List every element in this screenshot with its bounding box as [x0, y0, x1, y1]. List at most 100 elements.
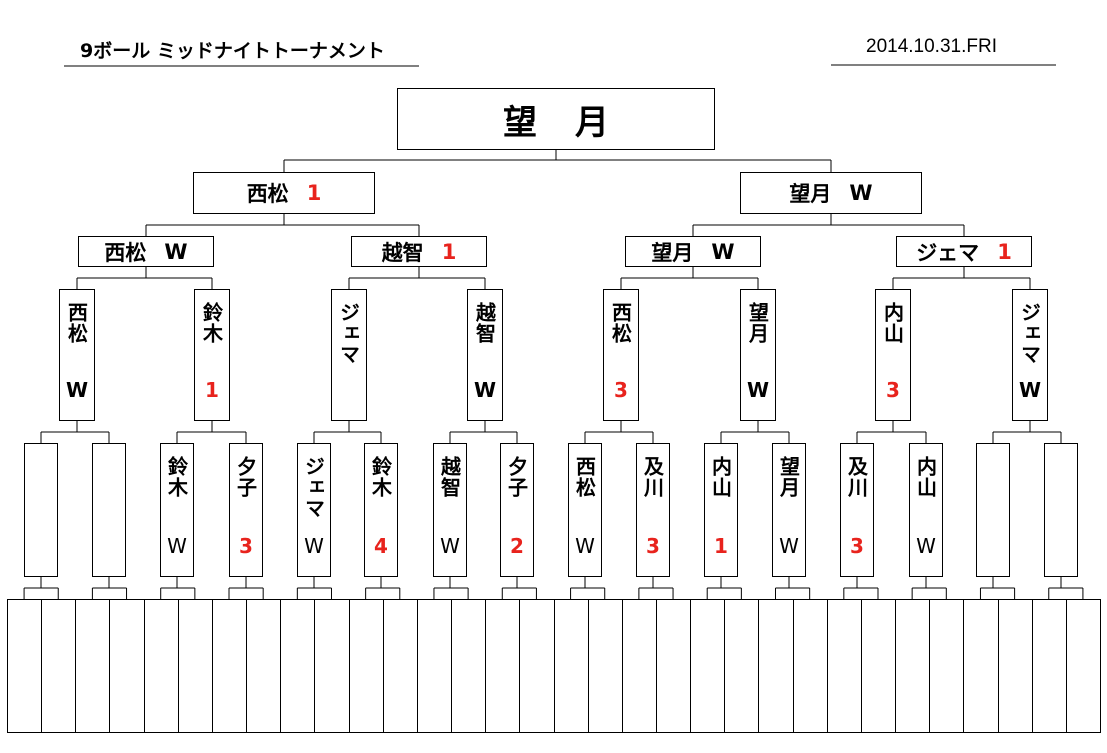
- entry-slot: [416, 599, 453, 733]
- match-result: 3: [886, 378, 900, 402]
- entry-slot: [177, 599, 213, 733]
- quarterfinal-box: 望月 W: [625, 236, 761, 267]
- player-name: 望月: [745, 302, 770, 344]
- match-result: 1: [205, 378, 219, 402]
- player-name: 鈴木: [164, 456, 189, 498]
- player-name: 夕子: [504, 456, 529, 498]
- player-name: 内山: [708, 456, 733, 498]
- match-result: W: [916, 534, 936, 558]
- round16-box: 内山 3: [875, 289, 911, 421]
- round32-box: [24, 443, 58, 577]
- match-result: W: [849, 181, 873, 205]
- round32-box: 内山 1: [704, 443, 738, 577]
- player-name: 内山: [880, 302, 905, 344]
- quarterfinal-box: ジェマ 1: [896, 236, 1032, 267]
- entry-slot: [826, 599, 862, 733]
- entry-slot: [895, 599, 931, 733]
- entry-slot: [655, 599, 692, 733]
- champion-name: 望月: [503, 102, 647, 143]
- player-name: ジェマ: [1017, 302, 1042, 365]
- match-result: 1: [997, 239, 1012, 264]
- player-name: 夕子: [233, 456, 258, 498]
- round16-box: ジェマ: [331, 289, 367, 421]
- entry-slot: [485, 599, 521, 733]
- entry-slot: [519, 599, 555, 733]
- champion-box: 望月: [397, 88, 715, 150]
- player-name: 内山: [913, 456, 938, 498]
- match-result: 3: [646, 534, 660, 558]
- entry-slot: [109, 599, 145, 733]
- player-name: 西松: [572, 456, 597, 498]
- player-name: ジェマ: [916, 240, 980, 265]
- player-name: 望月: [776, 456, 801, 498]
- match-result: W: [473, 378, 497, 402]
- entry-slot: [792, 599, 828, 733]
- round32-box: [1044, 443, 1078, 577]
- semifinal-box: 西松 1: [193, 172, 375, 214]
- round32-box: 内山 W: [909, 443, 943, 577]
- player-name: 西松: [104, 240, 147, 265]
- round32-box: 鈴木 W: [160, 443, 194, 577]
- entry-slot: [963, 599, 999, 733]
- player-name: 西松: [246, 182, 289, 206]
- match-result: 3: [614, 378, 628, 402]
- match-result: 4: [374, 534, 388, 558]
- entry-slot: [1065, 599, 1101, 733]
- round32-box: [976, 443, 1010, 577]
- player-name: 望月: [789, 182, 832, 206]
- round32-box: 越智 W: [433, 443, 467, 577]
- entry-slot: [860, 599, 897, 733]
- entry-slot: [451, 599, 487, 733]
- player-name: 望月: [651, 240, 694, 265]
- round16-box: ジェマ W: [1012, 289, 1048, 421]
- entry-slot: [143, 599, 179, 733]
- match-result: 1: [306, 181, 322, 205]
- entry-slot: [587, 599, 623, 733]
- tournament-date: 2014.10.31.FRI: [866, 36, 997, 57]
- player-name: 越智: [381, 240, 424, 265]
- entry-slot: [280, 599, 316, 733]
- player-name: 西松: [608, 302, 633, 344]
- entry-slot: [7, 599, 43, 733]
- entry-slot: [690, 599, 726, 733]
- entry-slot: [1031, 599, 1067, 733]
- player-name: 鈴木: [368, 456, 393, 498]
- match-result: W: [304, 534, 324, 558]
- entry-slot: [997, 599, 1033, 733]
- round16-box: 西松 3: [603, 289, 639, 421]
- entry-slot: [314, 599, 350, 733]
- match-result: 3: [239, 534, 253, 558]
- entry-slot: [724, 599, 760, 733]
- entry-slot: [382, 599, 418, 733]
- player-name: 越智: [437, 456, 462, 498]
- match-result: 3: [850, 534, 864, 558]
- entry-slot: [75, 599, 111, 733]
- player-name: ジェマ: [336, 302, 361, 365]
- match-result: W: [711, 239, 735, 264]
- entry-slot: [246, 599, 282, 733]
- match-result: W: [575, 534, 595, 558]
- match-result: 1: [714, 534, 728, 558]
- semifinal-box: 望月 W: [740, 172, 922, 214]
- round32-box: ジェマ W: [297, 443, 331, 577]
- match-result: W: [1018, 378, 1042, 402]
- entry-slot: [553, 599, 589, 733]
- player-name: ジェマ: [301, 456, 326, 519]
- player-name: 西松: [64, 302, 89, 344]
- match-result: W: [65, 378, 89, 402]
- round32-box: 夕子 3: [229, 443, 263, 577]
- entry-slot: [758, 599, 794, 733]
- match-result: W: [440, 534, 460, 558]
- match-result: W: [167, 534, 187, 558]
- round32-box: [92, 443, 126, 577]
- round16-box: 望月 W: [740, 289, 776, 421]
- match-result: W: [746, 378, 770, 402]
- player-name: 及川: [640, 456, 665, 498]
